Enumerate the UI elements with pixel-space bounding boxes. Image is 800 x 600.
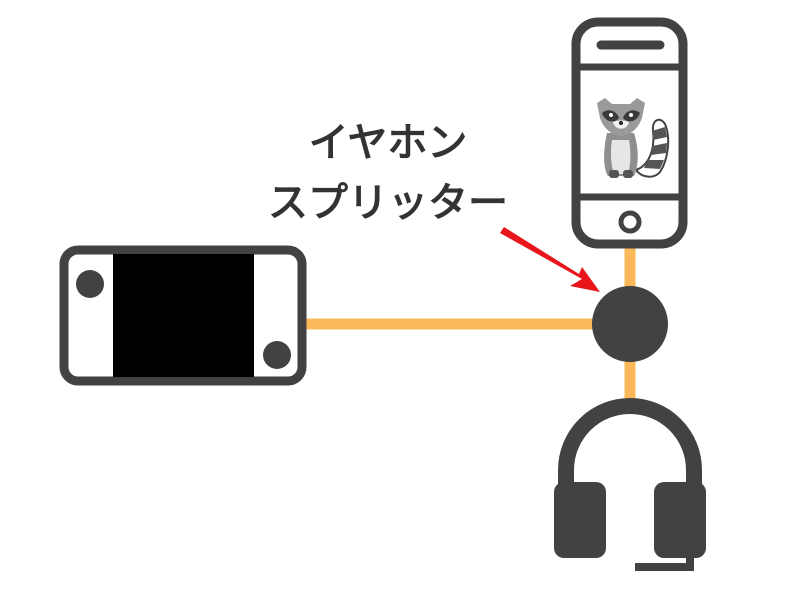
headset-band [558,398,702,500]
console-left-stick [76,270,104,298]
headset-mic-boom [635,550,694,571]
headset-right-cup [654,482,706,558]
splitter-hub-icon [592,286,668,362]
smartphone-icon [571,17,688,249]
handheld-console-icon [59,245,307,386]
splitter-label-line2: スプリッター [268,180,508,226]
console-right-stick [263,341,291,369]
raccoon-icon [597,98,670,178]
headset-icon [554,398,706,571]
phone-home-button [618,210,642,234]
raccoon-head [597,98,645,136]
console-screen [113,254,254,377]
headset-left-cup [554,482,606,558]
splitter-label-line1: イヤホン [309,120,468,166]
arrow-icon [500,227,600,292]
